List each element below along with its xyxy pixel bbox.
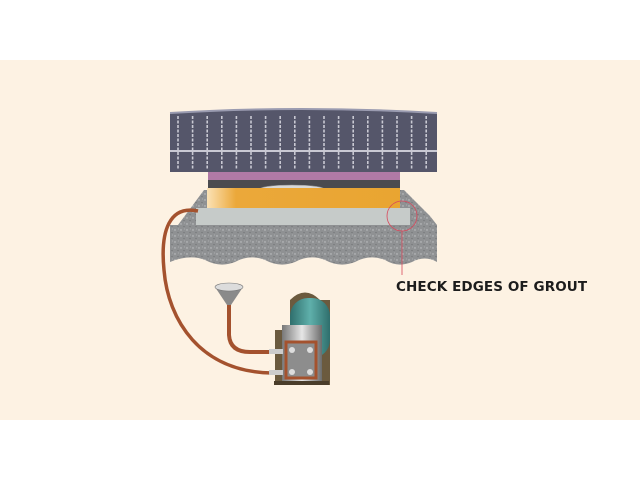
funnel-hose	[227, 305, 273, 354]
bearing-plate	[208, 180, 400, 188]
supply-hose	[161, 208, 273, 375]
bearing-pad	[208, 172, 400, 180]
bridge-deck	[169, 108, 438, 172]
bedding-layer	[196, 208, 410, 225]
funnel-icon	[214, 282, 244, 305]
annotation-label: CHECK EDGES OF GROUT	[396, 279, 588, 295]
grout-layer	[207, 188, 400, 208]
grout-pump	[269, 292, 330, 385]
grout-edge-marker	[386, 200, 418, 275]
